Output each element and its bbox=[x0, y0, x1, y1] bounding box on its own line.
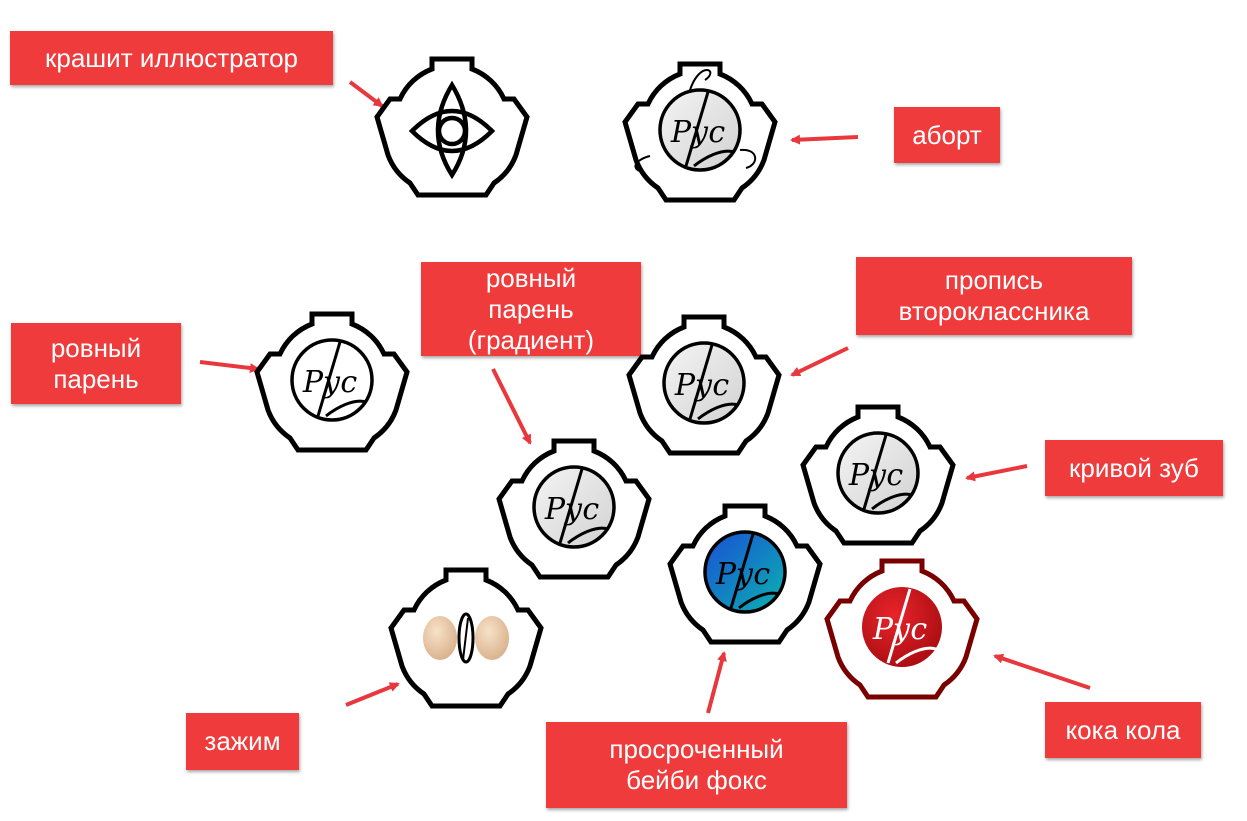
left-egg bbox=[423, 616, 457, 660]
logo-flat-guy: Рус bbox=[257, 314, 407, 450]
logo-abort: Рус bbox=[625, 64, 775, 200]
logo-expired-baby-fox-text: Рус bbox=[715, 557, 771, 592]
label-flat-guy: ровный парень bbox=[11, 323, 181, 404]
logo-expired-baby-fox: Рус bbox=[670, 506, 820, 642]
label-abort: аборт bbox=[894, 107, 1000, 163]
logo-clamp bbox=[391, 570, 541, 706]
right-egg bbox=[475, 616, 509, 660]
label-crooked-tooth: кривой зуб bbox=[1045, 440, 1223, 496]
label-crash-illustrator: крашит иллюстратор bbox=[10, 31, 333, 85]
logo-flat-guy-gradient: Рус bbox=[499, 441, 649, 577]
logo-cursive-text: Рус bbox=[674, 368, 730, 403]
logo-crash-illustrator bbox=[377, 59, 527, 195]
label-flat-guy-gradient: ровный парень (градиент) bbox=[421, 262, 641, 356]
logo-cursive: Рус bbox=[629, 317, 779, 453]
label-clamp: зажим bbox=[186, 713, 299, 770]
logo-coca-cola: Рус bbox=[827, 561, 977, 697]
arrows bbox=[199, 80, 1091, 714]
logo-crooked-tooth: Рус bbox=[803, 407, 953, 543]
label-expired-baby-fox: просроченный бейби фокс bbox=[546, 722, 847, 808]
label-coca-cola: кока кола bbox=[1045, 702, 1201, 758]
logo-flat-guy-gradient-text: Рус bbox=[544, 492, 600, 527]
logo-crooked-tooth-text: Рус bbox=[848, 458, 904, 493]
label-second-grader-cursive: пропись второклассника bbox=[856, 257, 1132, 335]
logo-flat-guy-text: Рус bbox=[302, 365, 358, 400]
logo-abort-text: Рус bbox=[670, 115, 726, 150]
logo-coca-cola-text: Рус bbox=[872, 612, 928, 647]
